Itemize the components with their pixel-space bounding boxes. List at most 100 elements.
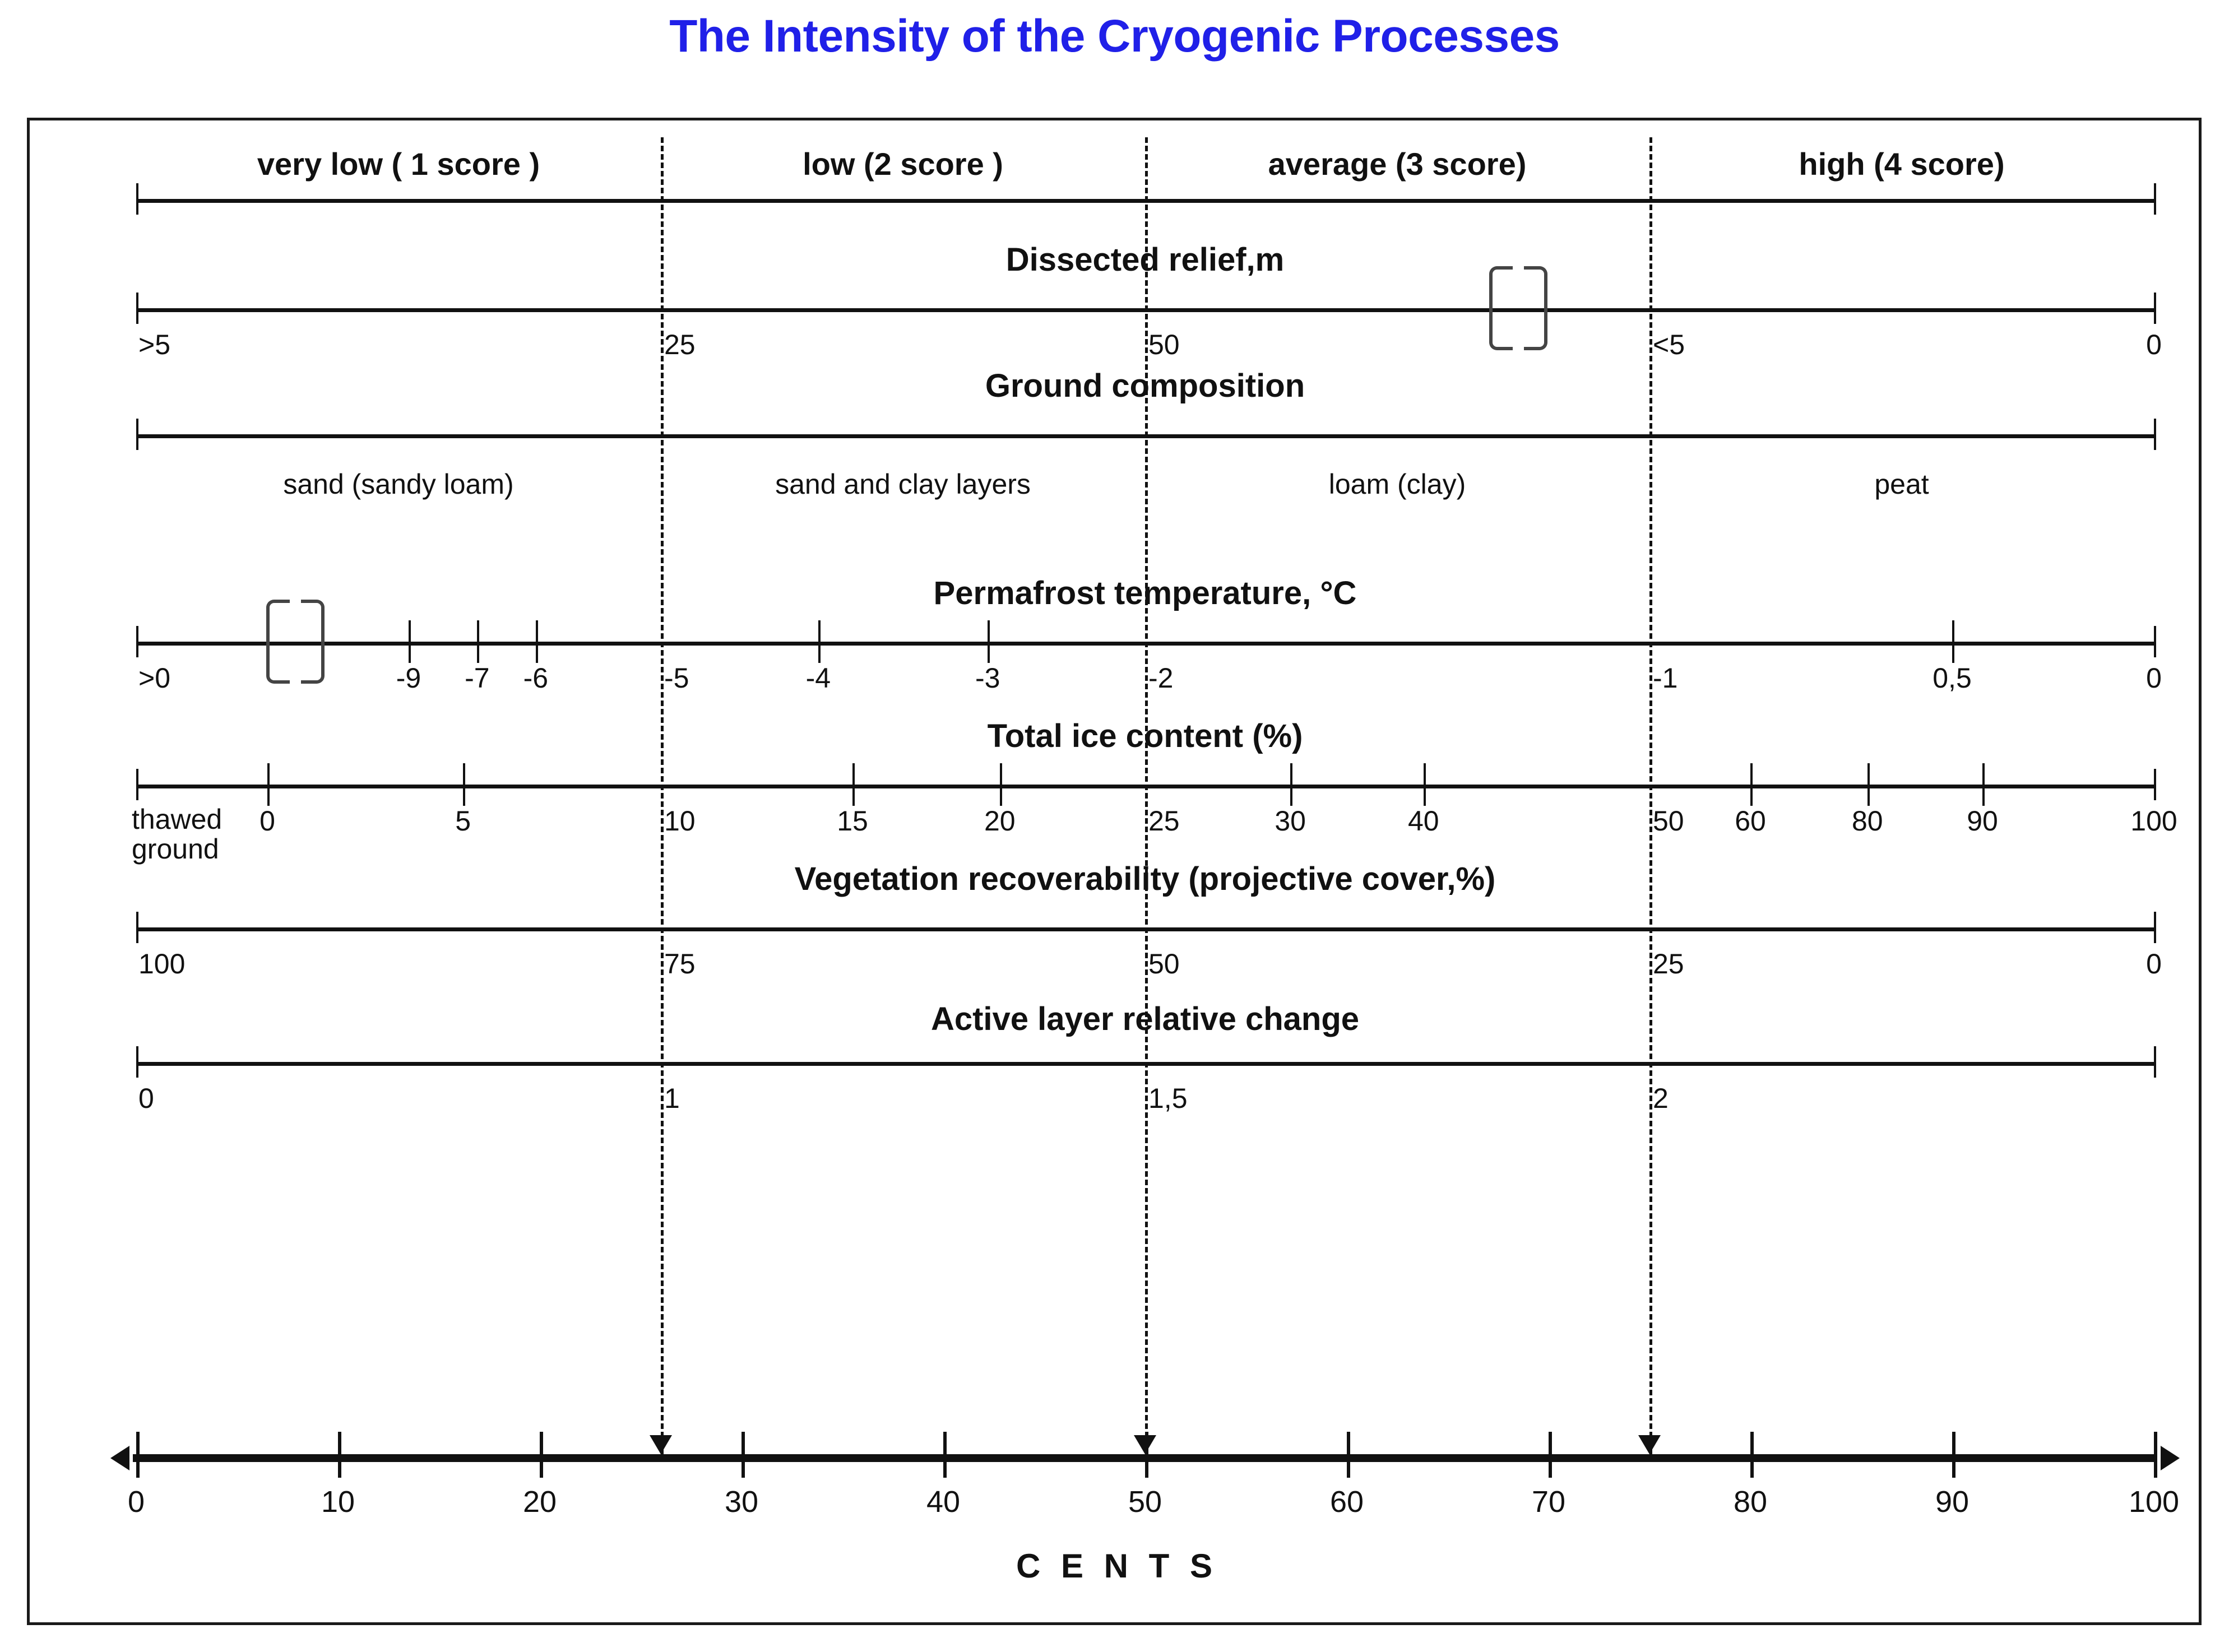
cents-tick xyxy=(540,1432,543,1478)
tick-label: 75 xyxy=(664,948,696,980)
axis-line-ground-composition xyxy=(136,434,2154,438)
axis-end-tick xyxy=(2154,1046,2156,1078)
divider-line-2 xyxy=(1145,137,1148,1454)
axis-tick xyxy=(1423,763,1426,806)
tick-label: -2 xyxy=(1148,662,1174,694)
band-label-1: very low ( 1 score ) xyxy=(257,146,540,182)
tick-label: -5 xyxy=(664,662,689,694)
divider-arrow-1 xyxy=(650,1435,672,1454)
cents-tick-label: 50 xyxy=(1128,1485,1162,1519)
tick-label: 0 xyxy=(259,805,275,837)
tick-label: -7 xyxy=(465,662,490,694)
axis-tick xyxy=(852,763,855,806)
category-label: sand and clay layers xyxy=(775,468,1031,500)
cents-tick xyxy=(1750,1432,1754,1478)
axis-line-dissected-relief xyxy=(136,308,2154,312)
tick-label: -9 xyxy=(396,662,421,694)
divider-arrow-3 xyxy=(1638,1435,1661,1454)
axis-end-tick xyxy=(136,183,138,215)
tick-label: 1 xyxy=(664,1083,680,1114)
tick-label: 50 xyxy=(1148,948,1180,980)
cents-tick-label: 70 xyxy=(1531,1485,1566,1519)
chart-frame: very low ( 1 score ) low (2 score ) averag… xyxy=(27,118,2202,1625)
axis-end-tick xyxy=(2154,626,2156,657)
axis-end-tick xyxy=(2154,293,2156,324)
tick-label: 50 xyxy=(1653,805,1684,837)
bracket-left xyxy=(1489,266,1513,350)
axis-end-tick xyxy=(136,1046,138,1078)
tick-label: 100 xyxy=(138,948,186,980)
value-marker-bracket xyxy=(1489,266,1547,350)
cents-tick xyxy=(943,1432,947,1478)
cents-tick-label: 0 xyxy=(127,1485,145,1519)
bracket-left xyxy=(266,600,290,684)
axis-line-vegetation-recoverability xyxy=(136,927,2154,931)
tick-label: 90 xyxy=(1967,805,1998,837)
divider-line-3 xyxy=(1649,137,1652,1454)
category-label: sand (sandy loam) xyxy=(283,468,514,500)
cents-tick-label: 80 xyxy=(1733,1485,1768,1519)
axis-tick xyxy=(818,620,821,663)
axis-end-tick xyxy=(136,626,138,657)
band-label-3: average (3 score) xyxy=(1268,146,1527,182)
cents-tick xyxy=(2154,1432,2157,1478)
tick-label: 50 xyxy=(1148,329,1180,360)
axis-end-tick xyxy=(136,912,138,943)
axis-end-tick xyxy=(136,293,138,324)
cents-tick-label: 30 xyxy=(724,1485,759,1519)
band-label-2: low (2 score ) xyxy=(803,146,1003,182)
band-label-4: high (4 score) xyxy=(1799,146,2005,182)
cents-tick xyxy=(1549,1432,1552,1478)
tick-label: -6 xyxy=(523,662,549,694)
cents-tick xyxy=(1145,1432,1148,1478)
axis-tick xyxy=(535,620,538,663)
axis-end-tick xyxy=(2154,183,2156,215)
tick-label: 0 xyxy=(2146,948,2162,980)
tick-label: 25 xyxy=(664,329,696,360)
cents-axis-arrow-right xyxy=(2161,1446,2180,1470)
tick-label: -3 xyxy=(975,662,1000,694)
cents-tick-label: 20 xyxy=(522,1485,557,1519)
row-title-permafrost-temperature: Permafrost temperature, °C xyxy=(933,575,1357,611)
divider-line-1 xyxy=(661,137,664,1454)
axis-tick xyxy=(409,620,411,663)
cents-tick xyxy=(338,1432,341,1478)
cents-tick-label: 90 xyxy=(1935,1485,1970,1519)
tick-label: 0 xyxy=(2146,662,2162,694)
tick-label: 5 xyxy=(455,805,471,837)
tick-label: >0 xyxy=(138,662,171,694)
axis-tick xyxy=(999,763,1002,806)
axis-end-tick xyxy=(136,769,138,800)
axis-tick xyxy=(477,620,480,663)
cents-tick-label: 10 xyxy=(321,1485,355,1519)
tick-label: 100 xyxy=(2130,805,2177,837)
cents-tick-label: 40 xyxy=(926,1485,961,1519)
axis-line-active-layer-relative-change xyxy=(136,1062,2154,1066)
cents-tick-label: 100 xyxy=(2128,1485,2180,1519)
axis-end-tick xyxy=(2154,912,2156,943)
row-title-vegetation-recoverability: Vegetation recoverability (projective co… xyxy=(794,861,1496,897)
axis-line-total-ice-content xyxy=(136,785,2154,788)
row-title-dissected-relief: Dissected relief,m xyxy=(1005,242,1285,278)
tick-label: 80 xyxy=(1851,805,1883,837)
axis-tick xyxy=(988,620,990,663)
tick-label: 10 xyxy=(664,805,696,837)
axis-tick xyxy=(1867,763,1870,806)
tick-label: 0 xyxy=(138,1083,154,1114)
cents-caption: C E N T S xyxy=(1016,1547,1218,1585)
axis-tick xyxy=(463,763,466,806)
tick-label: 60 xyxy=(1735,805,1766,837)
bracket-right xyxy=(301,600,325,684)
tick-label: 0 xyxy=(2146,329,2162,360)
row-title-total-ice-content: Total ice content (%) xyxy=(987,718,1303,754)
cents-axis-arrow-left xyxy=(110,1446,129,1470)
tick-label: -1 xyxy=(1653,662,1678,694)
cents-tick-label: 60 xyxy=(1329,1485,1364,1519)
axis-end-tick xyxy=(136,419,138,450)
tick-label: 0,5 xyxy=(1933,662,1972,694)
row-title-ground-composition: Ground composition xyxy=(985,368,1305,404)
value-marker-bracket xyxy=(266,600,325,684)
axis-line-permafrost-temperature xyxy=(136,642,2154,646)
row-title-active-layer-relative-change: Active layer relative change xyxy=(930,1001,1360,1037)
